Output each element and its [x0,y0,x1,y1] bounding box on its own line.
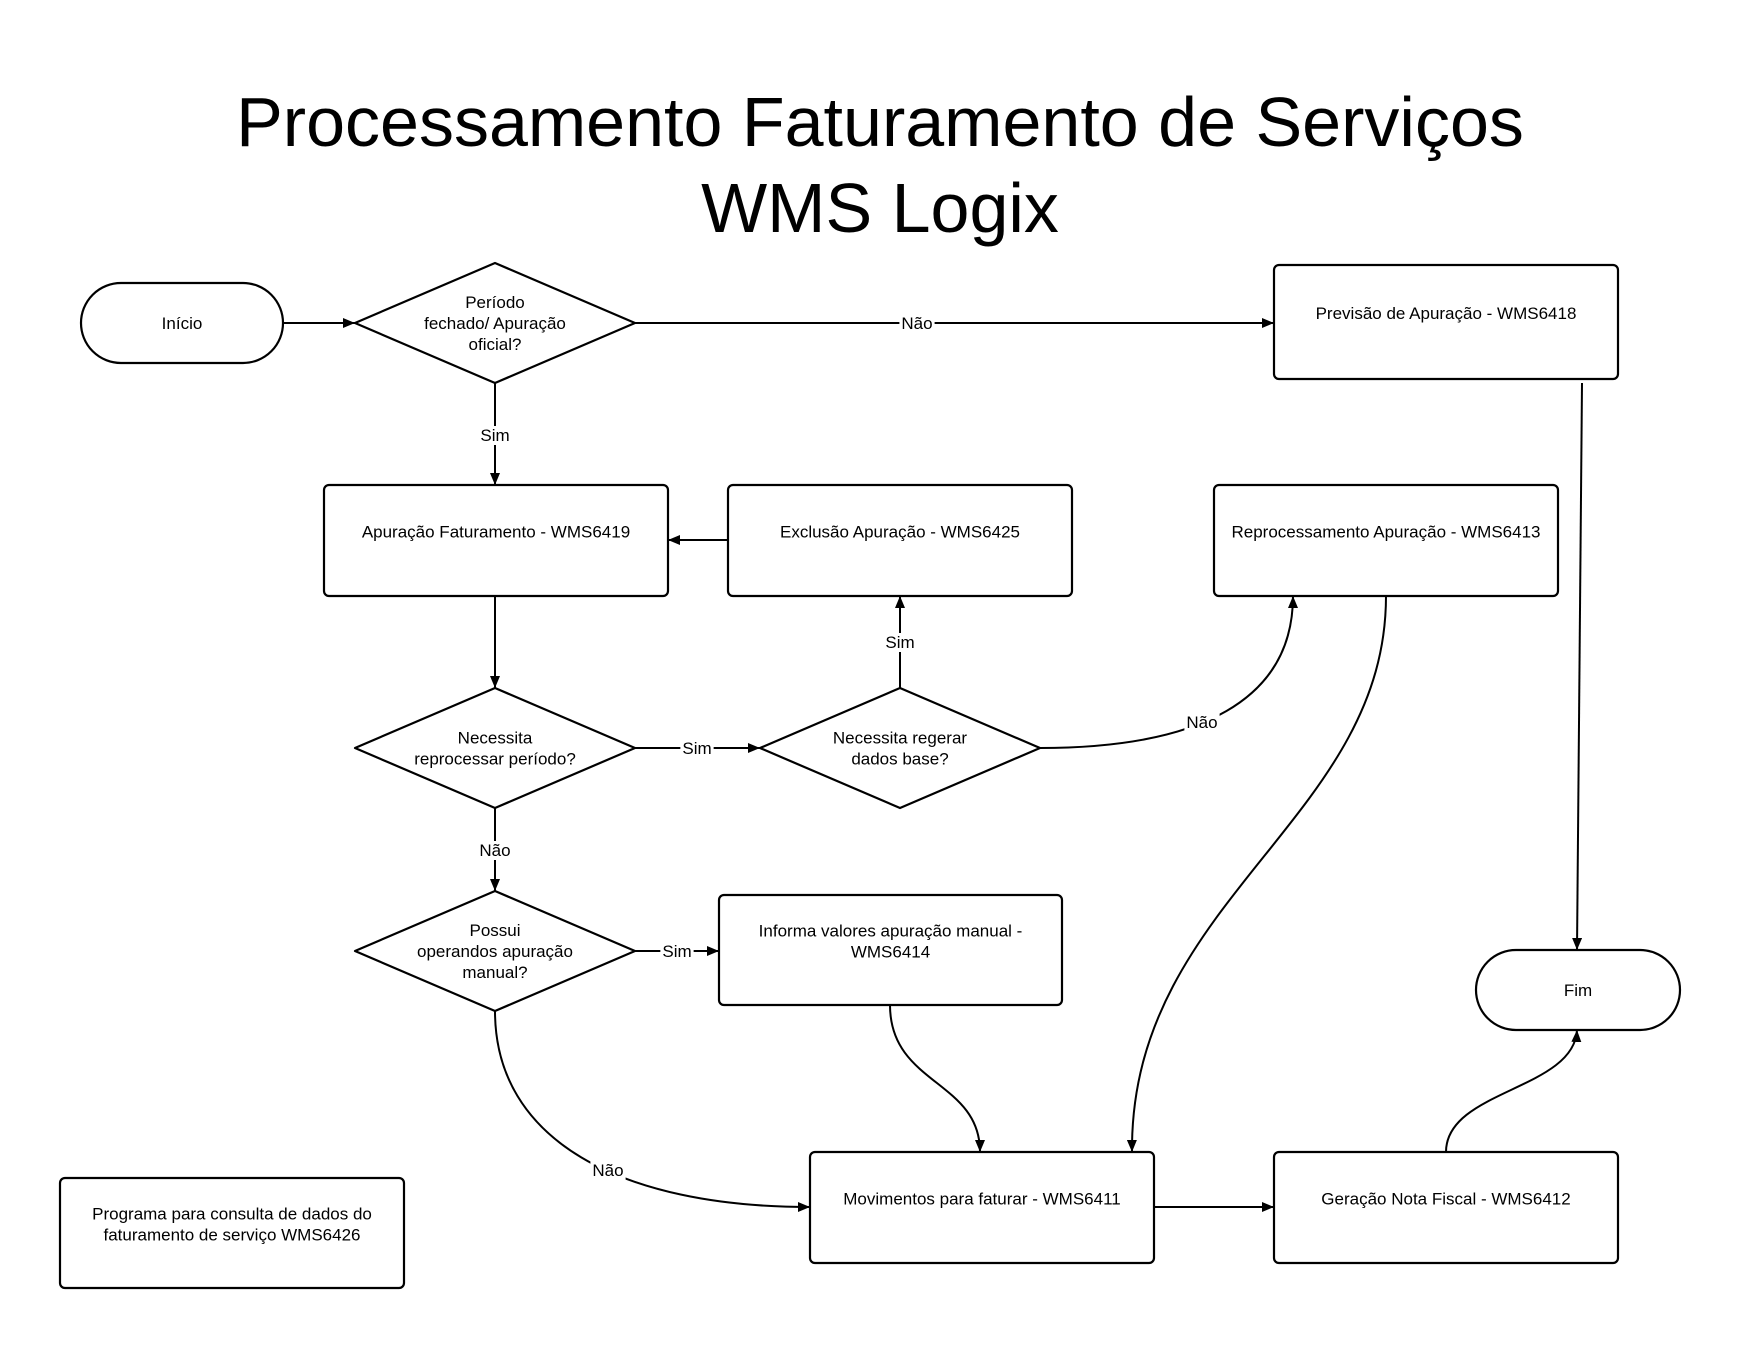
edge-label: Não [479,841,510,860]
node-label: Geração Nota Fiscal - WMS6412 [1321,1190,1570,1209]
edge-label-background [1184,713,1220,732]
node-label: Previsão de Apuração - WMS6418 [1316,304,1577,323]
node-label: Período [465,293,525,312]
node-label: Necessita regerar [833,729,968,748]
node-label: Apuração Faturamento - WMS6419 [362,523,630,542]
edge-label-background [478,426,512,445]
node-label: manual? [462,963,527,982]
node-label: Início [162,314,203,333]
edge-label: Não [901,314,932,333]
connector-previsao-to-fim [1572,382,1583,951]
edge-label-background [660,942,694,961]
edge-label: Sim [662,942,691,961]
process-box [1272,1150,1620,1265]
node-programa-consulta: Programa para consulta de dados do fatura… [58,1176,406,1290]
diagram-title-line2: WMS Logix [701,169,1059,247]
process-box [808,1150,1156,1265]
edge-label: Sim [480,426,509,445]
decision-diamond [353,889,637,1013]
edge-label-background [899,314,935,333]
node-fim: Fim [1474,948,1682,1032]
connector-informa-valores-to-movimentos [889,1004,985,1153]
process-box [726,483,1074,598]
edge-label-background [477,841,513,860]
edge-label: Não [1186,713,1217,732]
edge-label-background [883,633,917,652]
node-periodo-fechado: Período fechado/ Apuração oficial? [353,261,637,385]
node-label: reprocessar período? [414,750,576,769]
node-geracao-nf: Geração Nota Fiscal - WMS6412 [1272,1150,1620,1265]
connector-necessita-regerar-to-reprocessamento [1039,595,1298,749]
process-box [322,483,670,598]
node-possui-operandos: Possui operandos apuração manual? [353,889,637,1013]
process-box [717,893,1064,1007]
process-box [1212,483,1560,598]
node-label: Informa valores apuração manual - [759,922,1023,941]
node-label: Necessita [458,729,533,748]
edge-label-background [590,1161,626,1180]
connector-reprocessamento-to-movimentos [1126,595,1387,1153]
node-necessita-regerar: Necessita regerar dados base? [758,686,1042,810]
node-label: Possui [469,921,520,940]
node-label: operandos apuração [417,942,573,961]
node-label: Programa para consulta de dados do [92,1205,372,1224]
node-label: faturamento de serviço WMS6426 [103,1226,360,1245]
node-informa-valores: Informa valores apuração manual - WMS6414 [717,893,1064,1007]
process-box [1272,263,1620,381]
decision-diamond [758,686,1042,810]
node-label: Exclusão Apuração - WMS6425 [780,523,1020,542]
connector-possui-operandos-to-movimentos [494,1010,811,1212]
edge-label: Sim [682,739,711,758]
edge-label: Não [592,1161,623,1180]
node-label: oficial? [469,335,522,354]
node-apuracao: Apuração Faturamento - WMS6419 [322,483,670,598]
node-label: fechado/ Apuração [424,314,566,333]
node-inicio: Início [79,281,285,365]
decision-diamond [353,261,637,385]
connector-geracao-nf-to-fim [1445,1029,1582,1153]
node-movimentos: Movimentos para faturar - WMS6411 [808,1150,1156,1265]
node-necessita-reprocessar: Necessita reprocessar período? [353,686,637,810]
edge-label: Sim [885,633,914,652]
node-label: WMS6414 [851,943,930,962]
node-label: Movimentos para faturar - WMS6411 [843,1190,1120,1209]
terminator-shape [79,281,285,365]
node-reprocessamento: Reprocessamento Apuração - WMS6413 [1212,483,1560,598]
node-label: Reprocessamento Apuração - WMS6413 [1232,523,1541,542]
node-previsao: Previsão de Apuração - WMS6418 [1272,263,1620,381]
process-box [58,1176,406,1290]
edge-label-background [680,739,714,758]
node-label: dados base? [851,750,948,769]
node-label: Fim [1564,981,1592,1000]
terminator-shape [1474,948,1682,1032]
diagram-title-line1: Processamento Faturamento de Serviços [236,83,1524,161]
decision-diamond [353,686,637,810]
node-exclusao: Exclusão Apuração - WMS6425 [726,483,1074,598]
